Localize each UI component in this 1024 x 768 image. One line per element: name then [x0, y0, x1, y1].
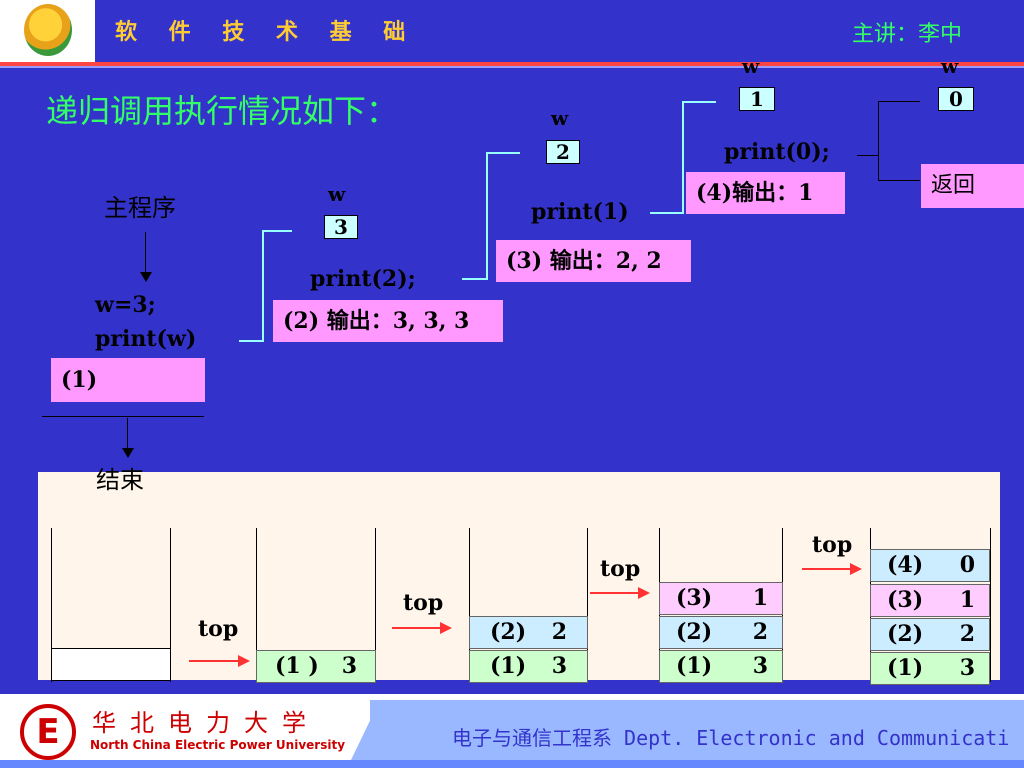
stack-3-top-label: top: [403, 590, 444, 616]
frame-1-output: (2) 输出：3, 3, 3: [273, 300, 503, 342]
stack-3-wall-right: [587, 528, 588, 682]
stack-5-cell-2: (3)1: [870, 584, 990, 617]
university-logo-icon: E: [20, 704, 76, 760]
stack-1-wall-left: [51, 528, 52, 682]
stack-4-cell-2: (2)2: [659, 616, 783, 649]
return-box: 返回: [921, 164, 1024, 208]
university-name-cn: 华北电力大学: [92, 709, 320, 737]
stack-3-top-arrow-line: [392, 627, 442, 629]
connector-3-h: [650, 212, 684, 214]
stack-5-cell-1: (4)0: [870, 549, 990, 582]
footer-band: [370, 700, 1024, 762]
connector-1-h: [239, 340, 263, 342]
main-separator: [42, 416, 204, 417]
connector-3-t: [682, 101, 716, 103]
stack-2-wall-right: [375, 528, 376, 682]
connector-2-h: [462, 278, 488, 280]
end-arrow-icon: [122, 448, 134, 458]
main-code-line2: print(w): [95, 326, 197, 352]
connector-2-t: [486, 152, 520, 154]
frame-2-output: (3) 输出：2, 2: [496, 240, 691, 282]
arrow-down-line: [145, 232, 146, 280]
end-label: 结束: [96, 466, 144, 494]
stack-3-wall-left: [469, 528, 470, 682]
header-divider: [0, 62, 1024, 66]
connector-3-v: [682, 101, 684, 214]
stack-2-wall-left: [256, 528, 257, 682]
w-value-box-3: 1: [739, 87, 775, 111]
connector-4-v: [878, 101, 879, 181]
header-divider-light: [0, 66, 1024, 68]
stack-4-top-label: top: [600, 556, 641, 582]
frame-3-output: (4)输出：1: [686, 172, 845, 214]
main-program-label: 主程序: [104, 194, 176, 222]
lecturer-label: 主讲：李中: [852, 22, 963, 47]
slide-title: 递归调用执行情况如下：: [46, 92, 399, 130]
stack-2-top-arrow-line: [189, 660, 241, 662]
w-label-2: w: [551, 106, 569, 130]
university-name-en: North China Electric Power University: [90, 738, 346, 752]
stack-4-top-arrow-line: [590, 592, 640, 594]
stack-3-top-arrow-icon: [440, 622, 452, 634]
stack-4-top-arrow-icon: [638, 587, 650, 599]
w-label-4: w: [941, 54, 959, 78]
stack-2-top-arrow-icon: [238, 655, 250, 667]
frame-2-call: print(1): [531, 199, 629, 225]
footer-strip: [0, 760, 1024, 768]
stack-1-empty-cell: [51, 648, 171, 681]
course-title: 软 件 技 术 基 础: [115, 20, 418, 45]
stack-4-cell-3: (1)3: [659, 650, 783, 683]
logo-area: [0, 0, 95, 62]
footer-band-slant: [350, 700, 380, 762]
w-label-3: w: [742, 54, 760, 78]
course-logo-icon: [24, 4, 72, 56]
connector-1-v: [262, 230, 264, 342]
department-label: 电子与通信工程系 Dept. Electronic and Communicat…: [452, 726, 1010, 750]
stack-4-cell-1: (3)1: [659, 582, 783, 615]
connector-4-t: [878, 101, 920, 102]
frame-3-call: print(0);: [724, 139, 830, 165]
w-label-1: w: [328, 182, 346, 206]
stack-3-cell-1: (2)2: [469, 616, 588, 649]
stack-5-top-arrow-icon: [850, 563, 862, 575]
connector-4-b: [878, 180, 920, 181]
stack-2-top-label: top: [198, 616, 239, 642]
w-value-box-2: 2: [546, 140, 580, 164]
stack-5-wall-right: [990, 528, 991, 682]
end-arrow-line: [127, 418, 128, 454]
stack-5-cell-4: (1)3: [870, 652, 990, 685]
stack-5-top-label: top: [812, 532, 853, 558]
w-value-box-4: 0: [938, 87, 974, 111]
connector-2-v: [486, 152, 488, 280]
main-pink-box: (1): [51, 358, 205, 402]
stack-2-cell-1: (1 )3: [256, 650, 376, 683]
connector-1-t: [262, 230, 292, 232]
header-bar: [0, 0, 1024, 62]
main-code-line1: w=3;: [95, 292, 156, 318]
connector-4-h: [857, 155, 879, 156]
stack-5-top-arrow-line: [802, 568, 852, 570]
arrow-down-icon: [140, 272, 152, 282]
stack-1-wall-right: [170, 528, 171, 682]
w-value-box-1: 3: [324, 215, 358, 239]
stack-3-cell-2: (1)3: [469, 650, 588, 683]
frame-1-call: print(2);: [310, 266, 416, 292]
stack-5-cell-3: (2)2: [870, 618, 990, 651]
